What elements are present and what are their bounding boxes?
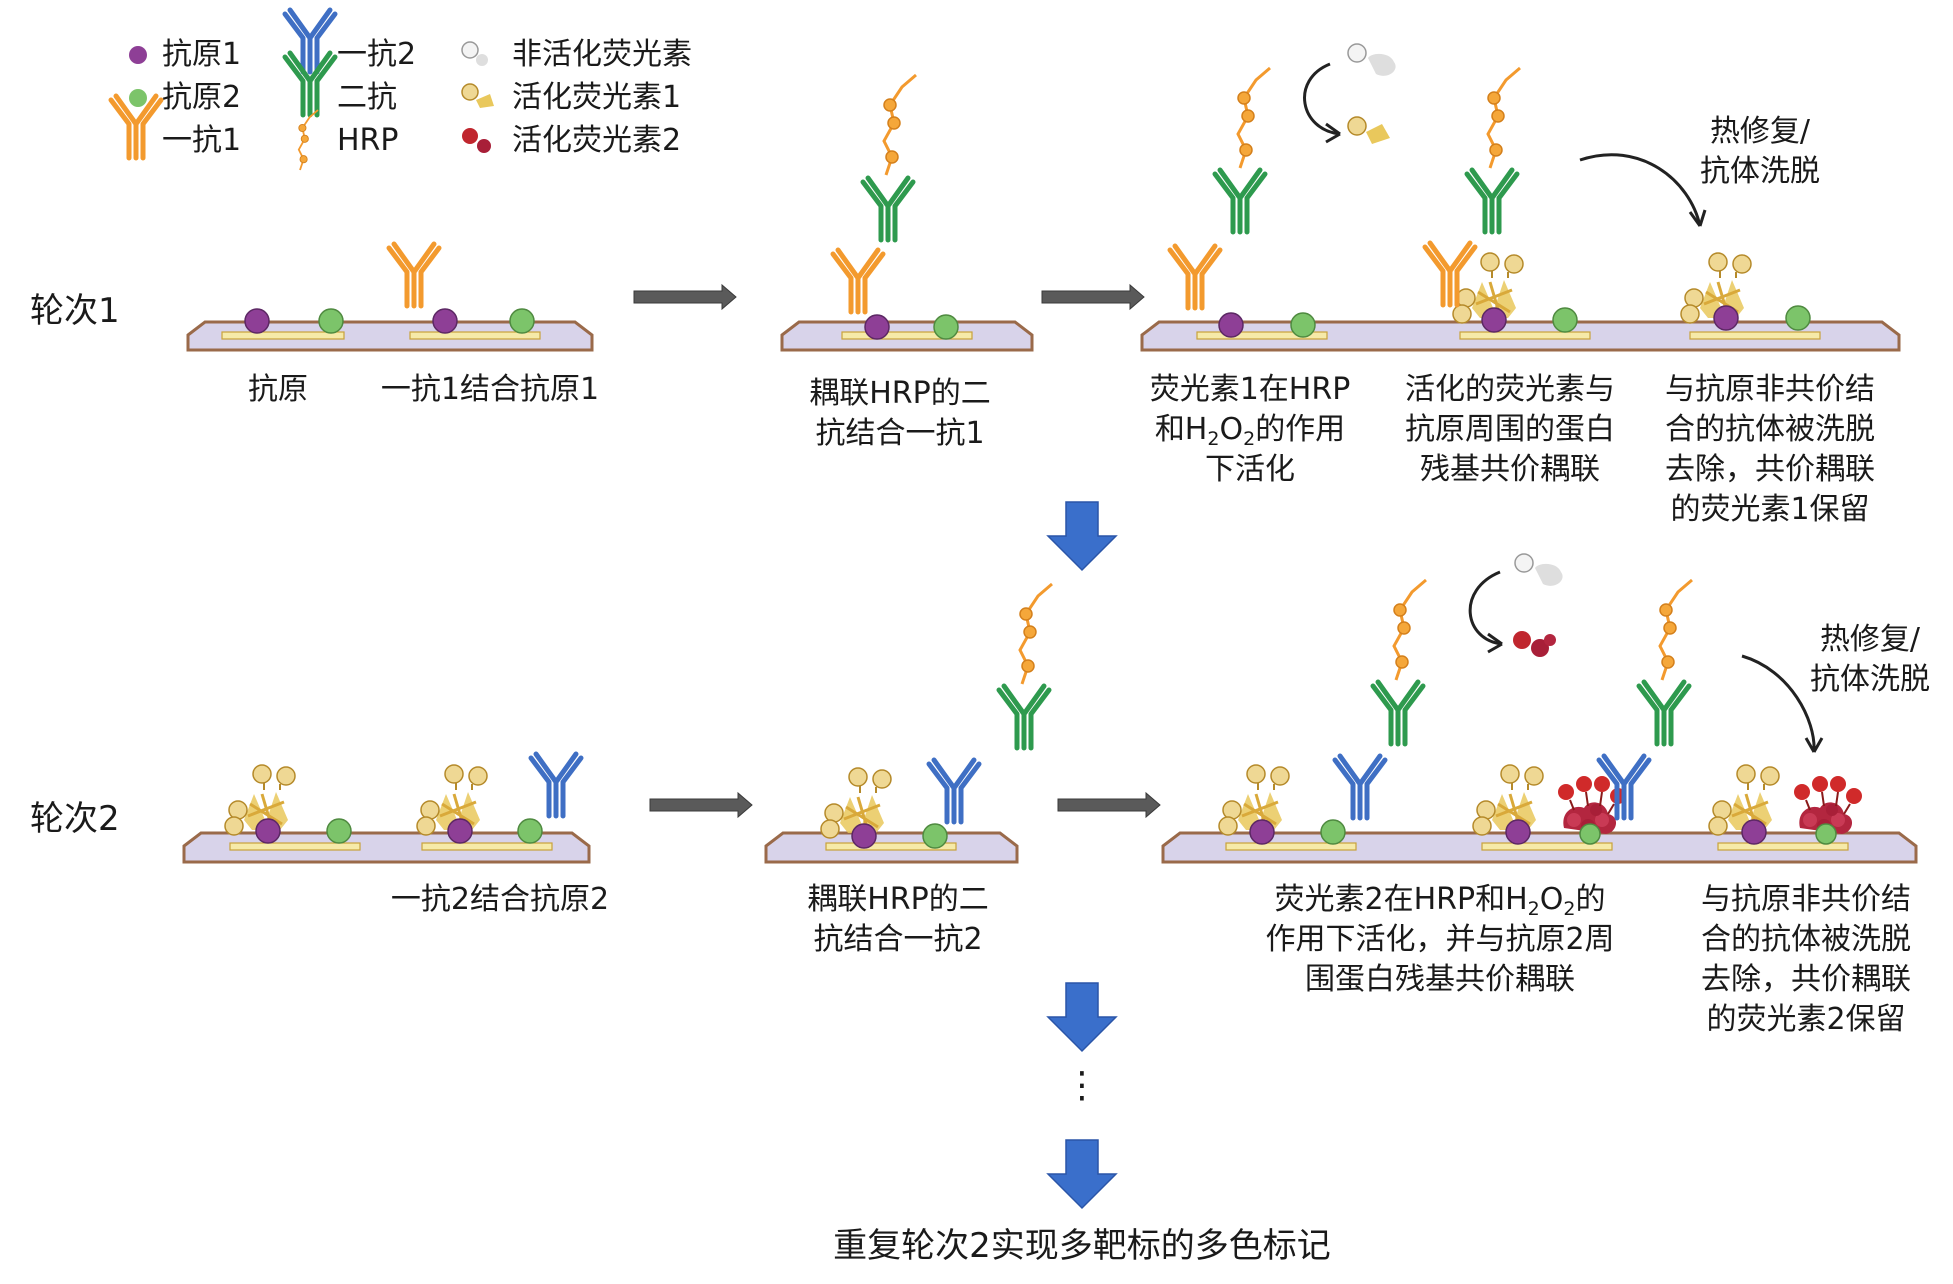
legend-secondary-label: 二抗	[337, 80, 397, 115]
r2-caption-elution: 与抗原非共价结 合的抗体被洗脱 去除，共价耦联 的荧光素2保留	[1701, 882, 1911, 1037]
elution-arrow-r2	[1741, 654, 1816, 753]
final-caption: 重复轮次2实现多靶标的多色标记	[833, 1226, 1331, 1266]
flow-arrow-2	[1047, 982, 1117, 1052]
round1-slide-3	[1140, 66, 1901, 352]
legend-fluor1-label: 活化荧光素1	[512, 80, 682, 115]
r1-caption-elution: 与抗原非共价结 合的抗体被洗脱 去除，共价耦联 的荧光素1保留	[1665, 372, 1875, 527]
flow-arrow-3	[1047, 1139, 1117, 1209]
legend-fluor2-label: 活化荧光素2	[512, 123, 682, 158]
legend-hrp-label: HRP	[337, 123, 399, 158]
step-arrow-r1-2	[1041, 284, 1145, 310]
round2-slide-1	[182, 754, 591, 864]
round2-slide-3	[1161, 578, 1918, 864]
r2-caption-secondary: 耦联HRP的二 抗结合一抗2	[807, 882, 989, 957]
legend-inactive-fluor-label: 非活化荧光素	[512, 37, 692, 72]
legend-primary2-icon	[285, 10, 335, 72]
legend-hrp-icon	[297, 109, 319, 171]
legend-antigen2-icon	[129, 89, 147, 107]
legend-antigen2-label: 抗原2	[162, 80, 242, 115]
ellipsis: ⋮	[1064, 1065, 1100, 1106]
round1-slide-1	[186, 244, 594, 352]
elution-arrow-r1	[1579, 153, 1702, 227]
step-arrow-r1-1	[633, 284, 737, 310]
legend-primary2-label: 一抗2	[337, 37, 417, 72]
activation-arrow-r2	[1468, 553, 1563, 657]
r1-caption-primary-bind: 一抗1结合抗原1	[380, 372, 600, 407]
legend-fluor1-icon	[461, 83, 494, 108]
round2-slide-2	[764, 582, 1054, 864]
r2-heat-label: 热修复/ 抗体洗脱	[1810, 622, 1930, 697]
round1-label: 轮次1	[30, 291, 120, 331]
legend-antigen1-label: 抗原1	[162, 37, 242, 72]
r1-caption-coupling: 活化的荧光素与 抗原周围的蛋白 残基共价耦联	[1405, 372, 1615, 487]
r1-caption-antigen: 抗原	[248, 372, 308, 407]
legend-primary1-label: 一抗1	[162, 123, 242, 158]
activation-arrow-r1	[1303, 43, 1396, 144]
r1-heat-label: 热修复/ 抗体洗脱	[1700, 114, 1820, 189]
legend-antigen1-icon	[129, 46, 147, 64]
r2-caption-activation: 荧光素2在HRP和H2O2的 作用下活化，并与抗原2周 围蛋白残基共价耦联	[1265, 882, 1615, 997]
r1-caption-secondary: 耦联HRP的二 抗结合一抗1	[809, 376, 991, 451]
step-arrow-r2-1	[649, 792, 753, 818]
round1-slide-2	[780, 73, 1034, 352]
legend-inactive-fluor-icon	[461, 41, 488, 66]
r1-caption-activation: 荧光素1在HRP 和H2O2的作用 下活化	[1149, 372, 1351, 487]
flow-arrow-1	[1047, 501, 1117, 571]
legend-fluor2-icon	[462, 128, 491, 153]
round2-label: 轮次2	[30, 799, 120, 839]
step-arrow-r2-2	[1057, 792, 1161, 818]
r2-caption-primary-bind: 一抗2结合抗原2	[390, 882, 610, 917]
